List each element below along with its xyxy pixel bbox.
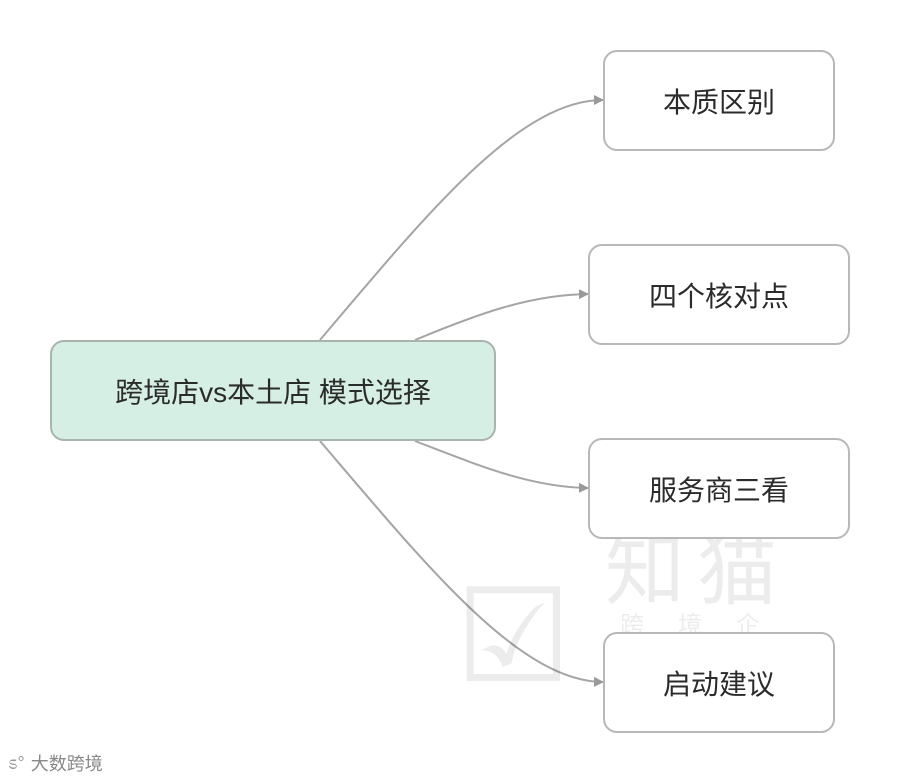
branch-node-1-label: 本质区别 <box>662 86 775 118</box>
branch-node-4[interactable]: 启动建议 <box>603 632 835 733</box>
branch-node-4-label: 启动建议 <box>662 668 775 700</box>
edge-to-branch-4 <box>319 440 604 687</box>
branch-node-3-label: 服务商三看 <box>648 474 789 506</box>
edge-to-branch-3 <box>414 440 589 493</box>
branch-node-2-label: 四个核对点 <box>648 280 789 312</box>
branch-node-3[interactable]: 服务商三看 <box>588 438 850 539</box>
branch-node-1[interactable]: 本质区别 <box>603 50 835 151</box>
root-node[interactable]: 跨境店vs本土店 模式选择 <box>50 340 496 441</box>
footer-brand-text: 大数跨境 <box>30 754 103 774</box>
edge-to-branch-1 <box>319 95 604 341</box>
root-node-label: 跨境店vs本土店 模式选择 <box>115 376 431 408</box>
chat-bubble-icon: ಽ° <box>8 752 25 773</box>
branch-node-2[interactable]: 四个核对点 <box>588 244 850 345</box>
edge-to-branch-2 <box>414 289 589 341</box>
footer-brand: ಽ° 大数跨境 <box>8 750 103 776</box>
